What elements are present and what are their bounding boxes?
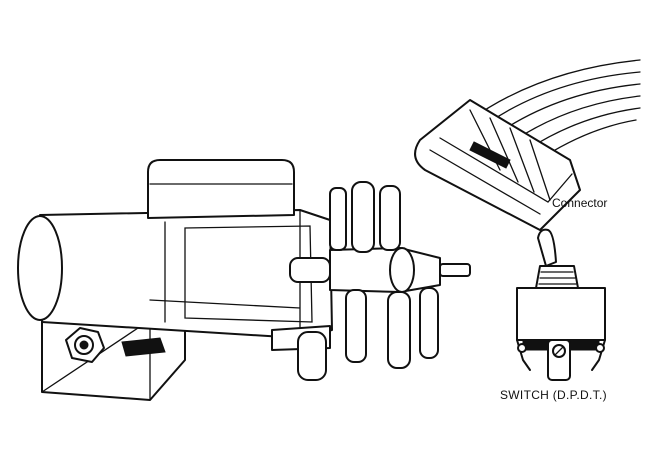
nut-icon: [65, 327, 105, 363]
threaded-bushing: [535, 265, 579, 289]
switch-label: SWITCH (D.P.D.T.): [500, 388, 607, 402]
motor-cover: [147, 159, 295, 219]
toggle-lever: [537, 228, 557, 267]
bracket-slot: [121, 337, 166, 357]
actuator-assembly: [17, 159, 471, 401]
connector-label: Connector: [552, 196, 608, 210]
connector: [414, 59, 641, 231]
wires: [469, 59, 641, 157]
main-housing: [39, 209, 333, 339]
valve-body: [329, 247, 441, 293]
switch-body: [516, 287, 606, 341]
cylinder-end: [17, 215, 63, 321]
actuator-rod: [439, 263, 471, 277]
dpdt-switch: [516, 228, 606, 381]
